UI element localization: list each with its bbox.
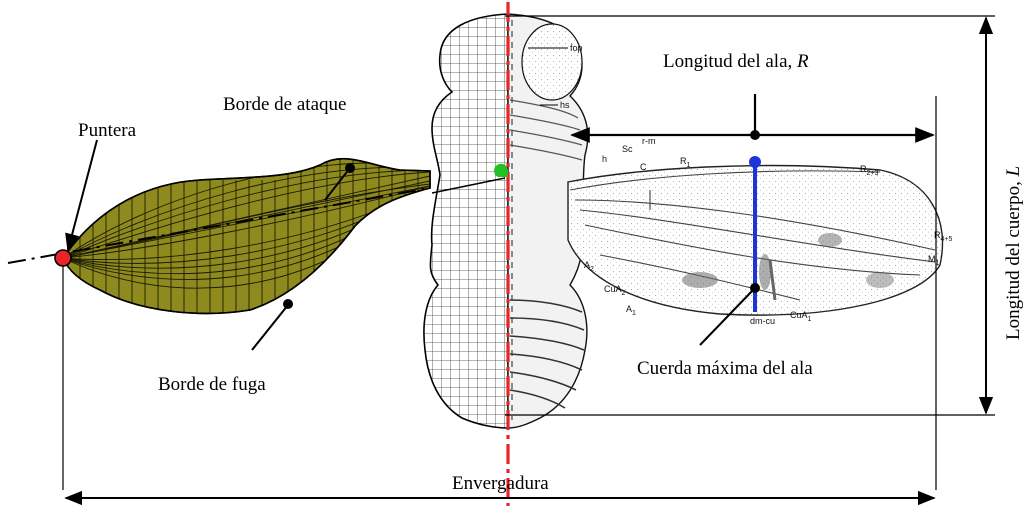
label-r1: R1 (680, 156, 691, 169)
label-body-length: Longitud del cuerpo, L (1003, 166, 1024, 340)
left-wing-mesh (63, 150, 430, 330)
label-wingspan: Envergadura (452, 473, 549, 494)
label-a1: A1 (626, 304, 636, 317)
tip-marker (55, 250, 71, 266)
label-fop: fop (570, 43, 583, 53)
label-rm: r-m (642, 136, 656, 146)
label-hs: hs (560, 100, 570, 110)
label-wing-length: Longitud del ala, R (663, 51, 809, 72)
trailing-edge-marker (283, 299, 293, 309)
label-h: h (602, 154, 607, 164)
label-sc: Sc (622, 144, 633, 154)
chord-top-marker (749, 156, 761, 168)
label-max-chord: Cuerda máxima del ala (637, 358, 813, 379)
label-c: C (640, 162, 647, 172)
leading-edge-marker (345, 163, 355, 173)
label-trailing-edge: Borde de fuga (158, 374, 266, 395)
label-dmcu: dm-cu (750, 316, 775, 326)
label-leading-edge: Borde de ataque (223, 94, 346, 115)
wing-length-marker (750, 130, 760, 140)
chord-mid-marker (750, 283, 760, 293)
body-mesh-half (424, 14, 508, 428)
label-tip: Puntera (78, 120, 137, 141)
